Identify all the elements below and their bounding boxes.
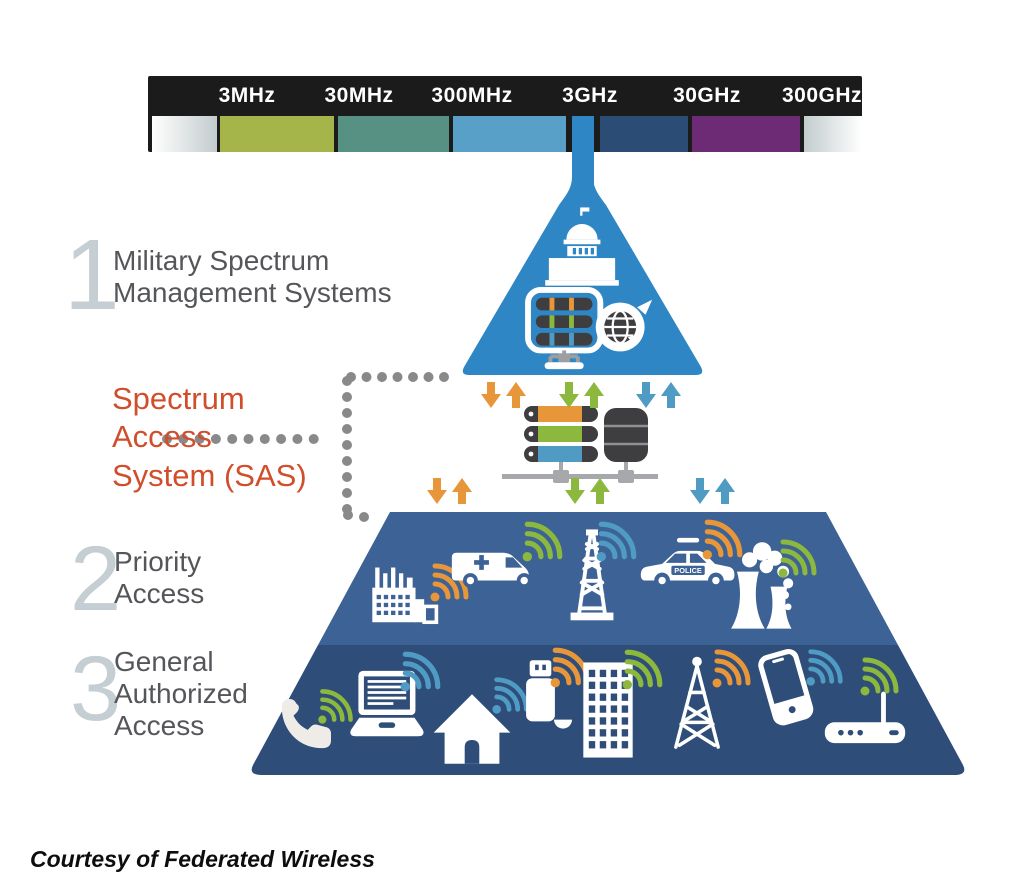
wifi-signal-icon [520, 518, 566, 564]
svg-text:POLICE: POLICE [674, 566, 702, 575]
frequency-spectrum-bar: 3MHz 30MHz 300MHz 3GHz 30GHz 300GHz [148, 76, 862, 152]
wifi-signal-icon [398, 648, 444, 694]
wifi-signal-icon [316, 686, 356, 726]
band-gradient-left [152, 116, 217, 152]
down-up-arrows-icon [690, 478, 735, 504]
smartphone-icon [754, 646, 818, 730]
freq-label-3ghz: 3GHz [562, 84, 618, 107]
house-icon [430, 690, 514, 768]
server-rack-icon [524, 286, 618, 372]
band-navy [600, 116, 688, 152]
down-up-arrows-icon [481, 382, 526, 408]
freq-label-300ghz: 300GHz [781, 84, 863, 107]
wifi-signal-icon [490, 674, 532, 716]
funnel-stem [572, 116, 594, 208]
wifi-signal-icon [548, 644, 594, 690]
wifi-signal-icon [700, 516, 746, 562]
down-up-arrows-icon [636, 382, 681, 408]
down-up-arrows-icon [427, 478, 472, 504]
level-3-line-3: Access [114, 709, 205, 741]
level-2-line-2: Access [114, 577, 205, 609]
wifi-signal-icon [594, 518, 640, 564]
usb-icon [518, 656, 572, 740]
wifi-signal-icon [620, 646, 666, 692]
phone-icon [276, 694, 336, 754]
band-green [220, 116, 334, 152]
office-building-icon [576, 656, 640, 764]
freq-label-3mhz: 3MHz [218, 84, 276, 107]
level-3-line-1: General [114, 646, 214, 677]
factory-icon [358, 556, 450, 628]
laptop-icon [340, 666, 432, 742]
band-gradient-right [804, 116, 862, 152]
police-car-icon: POLICE [638, 533, 740, 591]
dotted-connector [162, 372, 449, 522]
band-lightblue [453, 116, 566, 152]
freq-label-30mhz: 30MHz [324, 84, 394, 107]
level-2-line-1: Priority [114, 546, 202, 577]
wifi-signal-icon [858, 654, 902, 698]
sas-label: Spectrum Access System (SAS) [112, 380, 307, 495]
level-1-label: Military Spectrum Management Systems [113, 245, 392, 309]
level-3-line-2: Authorized [114, 677, 248, 709]
level-1-line-2: Management Systems [113, 276, 392, 308]
down-up-arrows-icon [559, 382, 604, 408]
sas-line-2: Access [112, 419, 212, 455]
sas-line-1: Spectrum [112, 381, 245, 416]
wifi-signal-icon [776, 536, 820, 580]
band-teal [338, 116, 449, 152]
wifi-signal-icon [710, 646, 754, 690]
level-1-line-1: Military Spectrum [113, 245, 330, 276]
level-2-label: Priority Access [114, 546, 204, 610]
credit-text: Courtesy of Federated Wireless [30, 846, 375, 872]
globe-sync-icon [592, 296, 654, 358]
down-up-arrows-icon [565, 478, 610, 504]
band-purple [692, 116, 800, 152]
sas-server-cluster-icon [500, 404, 660, 488]
ambulance-icon [450, 530, 552, 594]
wifi-signal-icon [804, 646, 846, 688]
sas-line-3: System (SAS) [112, 457, 307, 493]
freq-label-30ghz: 30GHz [673, 84, 741, 107]
level-1-number: 1 [64, 219, 120, 331]
freq-label-300mhz: 300MHz [431, 84, 513, 107]
drill-tower-icon [562, 522, 622, 626]
router-icon [820, 686, 910, 752]
radio-tower-icon [660, 648, 734, 758]
level-2-number: 2 [70, 528, 122, 630]
capitol-icon [536, 206, 628, 288]
level-3-number: 3 [70, 638, 122, 740]
level-3-label: General Authorized Access [114, 646, 248, 742]
